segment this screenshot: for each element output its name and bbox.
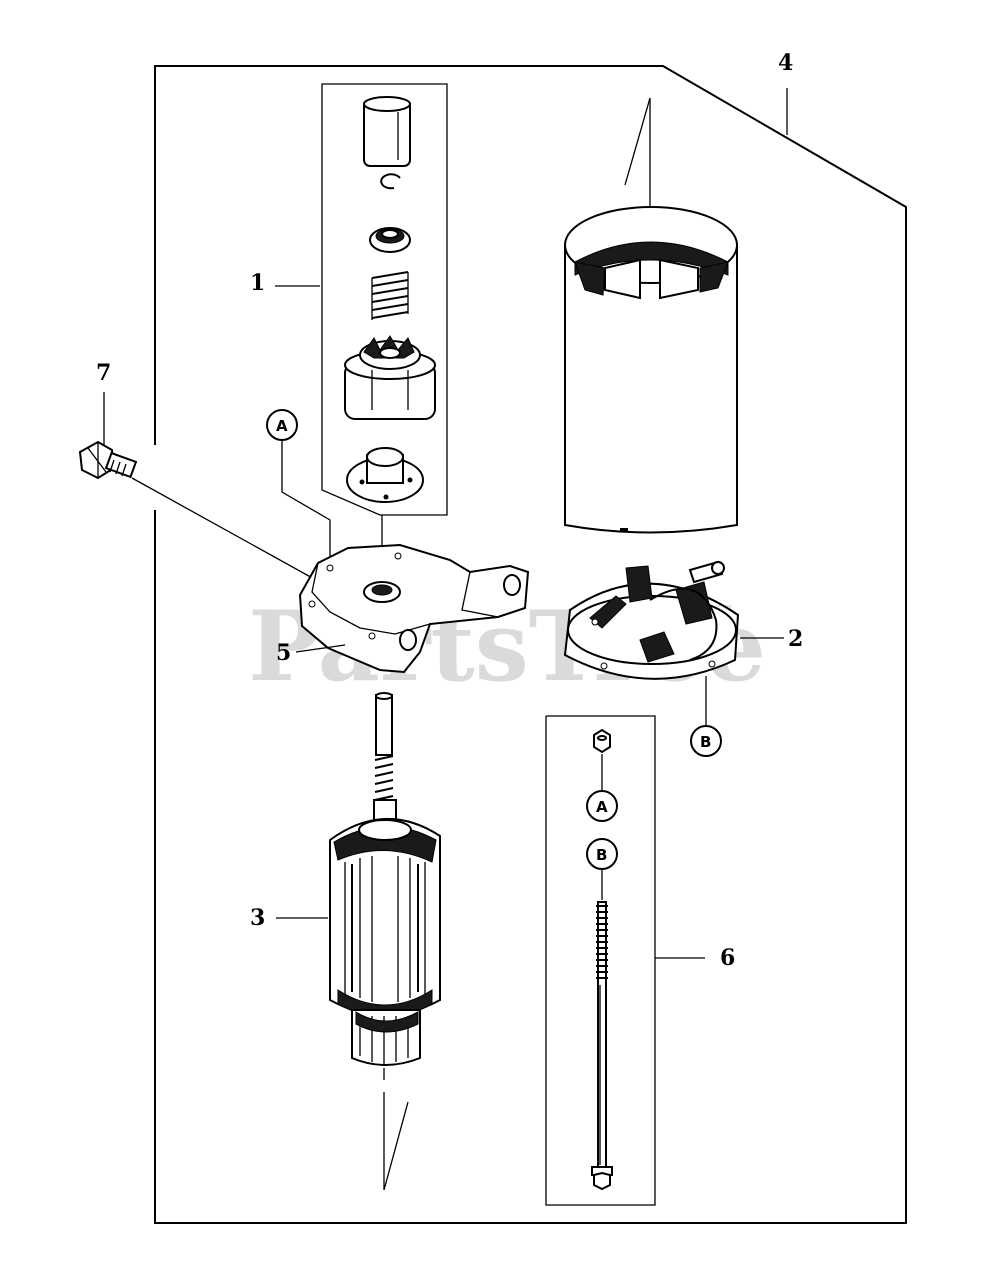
drive-base [346,447,424,503]
callout-7-number: 7 [96,360,111,386]
callout-1-number: 1 [250,270,265,296]
through-bolt-kit-box [545,715,656,1206]
reference-b-hardware: B [586,838,618,870]
callout-4: 4 [778,50,793,135]
armature [329,692,441,1080]
drive-cap [363,96,411,167]
anti-drift-spring [371,271,409,320]
callout-6: 6 [655,945,735,971]
callout-4-number: 4 [778,50,793,76]
through-bolt [591,901,613,1191]
motor-housing [564,97,738,534]
callout-6-number: 6 [720,945,735,971]
callout-2: 2 [740,626,803,652]
hex-nut [593,728,611,754]
reference-a-hardware-label: A [596,798,608,816]
reference-a-mount-label: A [276,417,288,435]
callout-3: 3 [250,905,328,931]
brush-holder-end-cap [563,560,740,680]
reference-a-mount: A [266,409,331,567]
reference-b-brush: B [690,676,722,757]
reference-b-hardware-label: B [596,846,607,864]
drive-assembly [321,83,448,516]
drive-assembly-bracket [321,83,448,516]
through-bolt-kit: A B [545,715,656,1206]
reference-b-brush-label: B [700,733,711,751]
callout-3-number: 3 [250,905,265,931]
callout-5: 5 [276,640,346,666]
pinion-gear [344,335,436,420]
stop-collar [369,227,411,253]
callout-2-number: 2 [788,626,803,652]
callout-1: 1 [250,270,320,296]
retaining-ring [380,173,401,190]
reference-a-hardware: A [586,790,618,822]
mounting-bracket [298,543,530,674]
mounting-bolt [78,440,326,586]
assembly-outline [154,65,907,1224]
callout-5-number: 5 [276,640,291,666]
callout-7: 7 [96,360,111,445]
